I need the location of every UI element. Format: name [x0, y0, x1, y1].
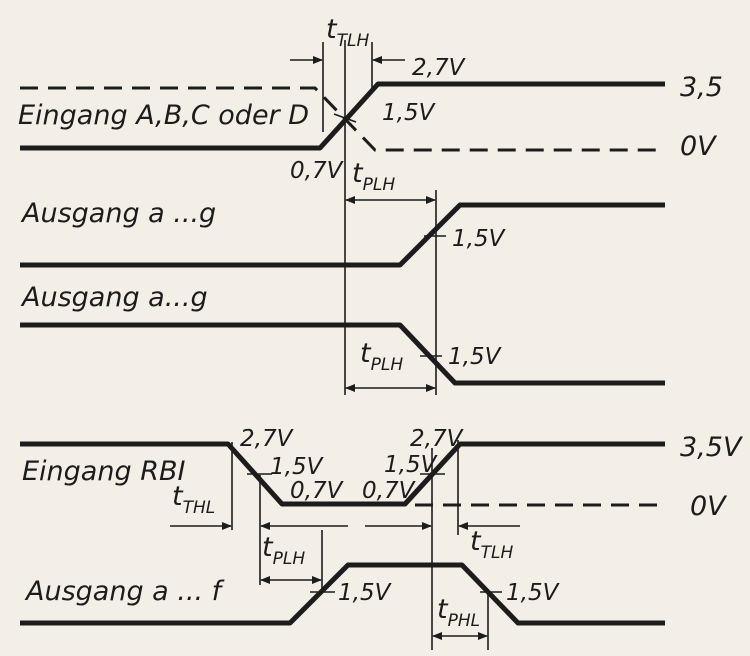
timing-plh-3: tPLH	[262, 532, 305, 569]
volt-15-output-3-left: 1,5V	[338, 580, 393, 606]
volt-07-rbi-left: 0,7V	[290, 478, 345, 504]
output-2-wave	[20, 322, 665, 386]
volt-27-rbi-left: 2,7V	[240, 426, 295, 452]
volt-15-output-3-right: 1,5V	[506, 580, 561, 606]
volt-15-top: 1,5V	[382, 100, 437, 126]
label-input-abcd: Eingang A,B,C oder D	[18, 100, 309, 131]
volt-07-top: 0,7V	[290, 158, 345, 184]
input-abcd-falling	[20, 86, 665, 152]
volt-15-rbi-right: 1,5V	[384, 452, 439, 478]
label-output-3: Ausgang a ... f	[24, 576, 225, 607]
input-abcd-cross-mark	[333, 113, 357, 123]
level-low-top: 0V	[680, 131, 718, 162]
level-high-bottom: 3,5V	[680, 432, 744, 463]
timing-tlh-top: tTLH	[326, 14, 369, 51]
volt-15-rbi-left: 1,5V	[270, 454, 325, 480]
volt-15-output-1: 1,5V	[452, 226, 507, 252]
timing-phl: tPHL	[437, 594, 480, 631]
label-output-2: Ausgang a...g	[20, 282, 208, 313]
label-input-rbi: Eingang RBI	[22, 456, 185, 487]
volt-27-top: 2,7V	[412, 55, 467, 81]
input-abcd-rising	[20, 81, 665, 151]
volt-15-output-2: 1,5V	[448, 344, 503, 370]
volt-07-rbi-right: 0,7V	[362, 478, 417, 504]
volt-27-rbi-right: 2,7V	[410, 426, 465, 452]
output-1-wave	[20, 202, 665, 268]
level-high-top: 3,5	[680, 72, 723, 103]
timing-plh-1: tPLH	[352, 158, 395, 195]
timing-thl: tTHL	[172, 481, 215, 518]
level-low-bottom: 0V	[690, 491, 728, 522]
output-3-wave	[20, 562, 665, 626]
input-rbi-wave	[20, 441, 665, 507]
timing-tlh-bottom: tTLH	[470, 526, 513, 563]
timing-plh-2: tPLH	[360, 338, 403, 375]
label-output-1: Ausgang a ...g	[20, 198, 216, 229]
